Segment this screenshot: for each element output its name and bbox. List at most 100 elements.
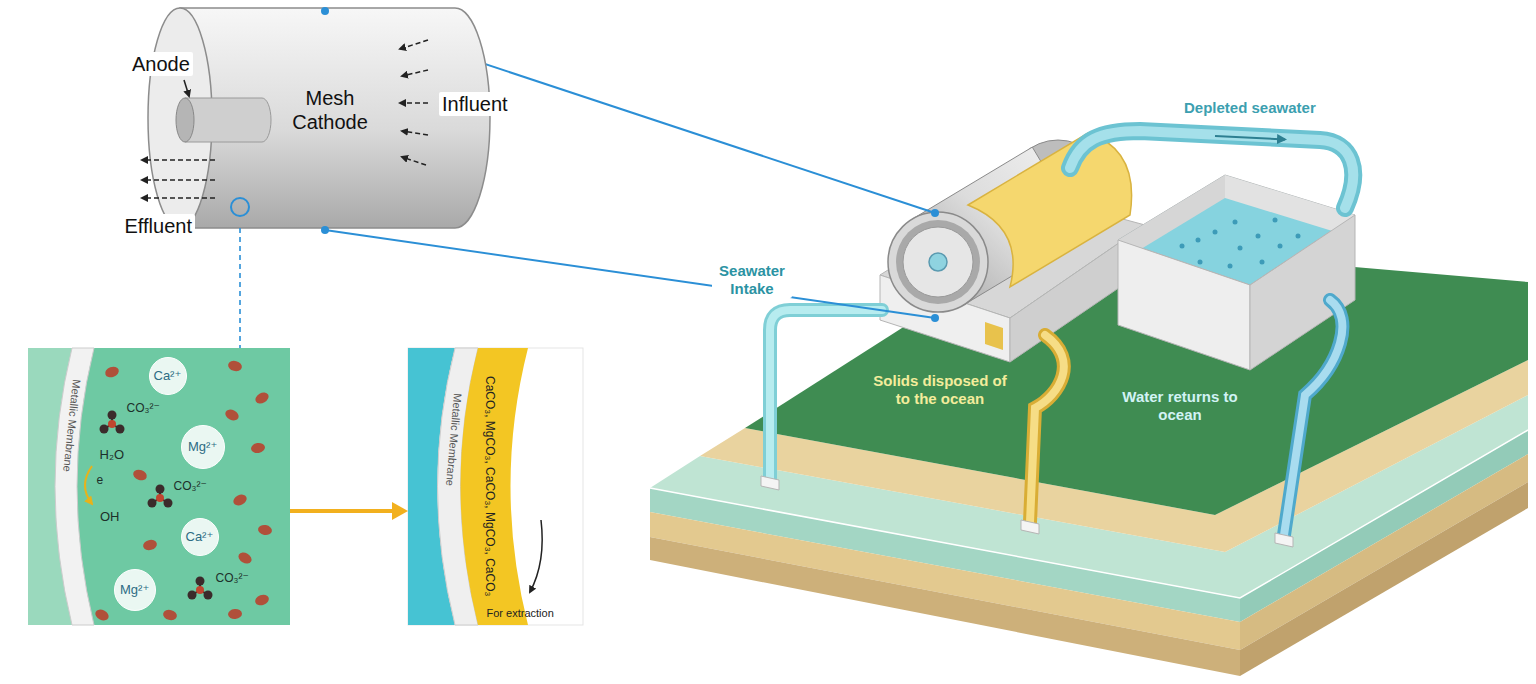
flow-label: Depleted seawater <box>1184 99 1316 117</box>
deposit-panel: CaCO₃, MgCO₃, CaCO₃, MgCO₃, CaCO₃ Metalli… <box>408 348 583 625</box>
particle <box>1213 230 1218 235</box>
membrane-panel: Metallic MembraneCO₃²⁻H₂OeOHCO₃²⁻CO₃²⁻Ca… <box>28 348 290 625</box>
species-label: CO₃²⁻ <box>216 571 249 585</box>
reactor-ring <box>896 220 980 304</box>
zoom-connector <box>240 228 241 348</box>
particle-blob <box>132 468 149 482</box>
species-label: H₂O <box>100 447 125 463</box>
particle-blob <box>104 365 121 379</box>
particle <box>1198 260 1203 265</box>
particle <box>1278 244 1283 249</box>
membrane-label: Metallic Membrane <box>442 392 463 486</box>
flow-label: Influent <box>439 92 511 116</box>
zoom-dot <box>321 226 329 234</box>
membrane-band <box>55 348 94 625</box>
part-label: Anode <box>129 52 193 76</box>
particle-blob <box>227 359 243 372</box>
pointer-arrow <box>184 80 189 96</box>
land-area <box>745 240 1528 515</box>
oxygen-atom <box>148 499 157 508</box>
oxygen-atom <box>108 411 117 420</box>
particle-blob <box>142 538 158 551</box>
arrow-head <box>392 502 408 520</box>
electron-arrow <box>85 466 92 504</box>
reactor-hood <box>968 133 1132 287</box>
particle-blob <box>254 593 271 607</box>
particle <box>1296 234 1301 239</box>
part-label: Mesh Cathode <box>275 86 385 134</box>
zoom-circle <box>231 198 249 216</box>
connector-line <box>290 509 393 513</box>
oxygen-atom <box>204 591 213 600</box>
flow-arrow <box>142 159 215 161</box>
intake-pipe <box>770 310 882 478</box>
depleted-pipe-inner <box>1070 131 1353 208</box>
oxygen-atom <box>188 591 197 600</box>
particle-blob <box>257 524 273 536</box>
return-pipe-inner <box>1284 300 1342 535</box>
panel-ground <box>408 348 583 625</box>
deposit-band <box>461 348 529 625</box>
particle <box>1196 238 1201 243</box>
anode-tube <box>185 98 271 142</box>
depleted-pipe <box>1070 131 1353 208</box>
ground-face-sand <box>1240 454 1528 650</box>
particle-blob <box>250 442 266 454</box>
note-label: For extraction <box>487 607 554 620</box>
oxygen-atom <box>156 485 165 494</box>
ion-label: Mg²⁺ <box>120 582 149 598</box>
particle <box>1228 264 1233 269</box>
ion-circle: Ca²⁺ <box>181 518 219 556</box>
deposit-label: CaCO₃, MgCO₃, CaCO₃, MgCO₃, CaCO₃ <box>483 376 497 596</box>
particle-blob <box>232 493 249 508</box>
particle-blob <box>162 608 178 621</box>
membrane-label: Metallic Membrane <box>60 378 83 472</box>
return-pipe <box>1284 300 1342 535</box>
extraction-arrow <box>530 520 542 592</box>
particle-blob <box>236 550 253 566</box>
ion-circle: Ca²⁺ <box>149 357 187 395</box>
flow-arrow <box>402 131 428 135</box>
flow-arrow <box>142 179 215 181</box>
pipe-outlet <box>761 476 779 490</box>
anode-end <box>176 98 194 142</box>
flow-label: Seawater Intake <box>712 262 792 298</box>
particle-blob <box>94 608 111 623</box>
reactor-face <box>888 212 988 312</box>
oxygen-atom <box>100 425 109 434</box>
process-arrow <box>290 502 408 520</box>
cathode-cylinder: AnodeMesh Cathode <box>120 4 495 228</box>
oxygen-atom <box>196 577 205 586</box>
trough-slot <box>985 322 1003 350</box>
species-label: CO₃²⁻ <box>174 479 207 493</box>
pipe-outlet <box>1021 520 1039 534</box>
ion-circle: Mg²⁺ <box>114 569 156 611</box>
connector-line <box>239 228 241 348</box>
species-label: e <box>97 473 104 487</box>
carbon-atom <box>196 586 204 594</box>
ion-circle: Mg²⁺ <box>181 425 225 469</box>
tank-front <box>1118 240 1250 370</box>
particle <box>1260 260 1265 265</box>
particle <box>1180 244 1185 249</box>
ground-face-base <box>650 537 1240 676</box>
intake-pipe-inner <box>770 310 882 478</box>
reactor-mesh <box>903 227 973 297</box>
panel-ground <box>28 348 290 625</box>
particle <box>1238 246 1243 251</box>
solids-pipe-inner <box>1030 335 1064 522</box>
flow-arrow <box>402 70 428 76</box>
particle <box>1233 220 1238 225</box>
carbon-atom <box>156 494 164 502</box>
particle-blob <box>228 608 243 619</box>
pipe-outlet <box>1275 533 1293 547</box>
zoom-line <box>325 230 935 318</box>
flow-arrow <box>1215 136 1285 140</box>
cathode-body <box>180 8 490 228</box>
species-label: CO₃²⁻ <box>127 401 160 415</box>
oxygen-atom <box>116 425 125 434</box>
solids-pipe <box>1030 335 1064 522</box>
ground-label: Water returns to ocean <box>1120 388 1240 424</box>
flow-arrow <box>402 157 426 165</box>
